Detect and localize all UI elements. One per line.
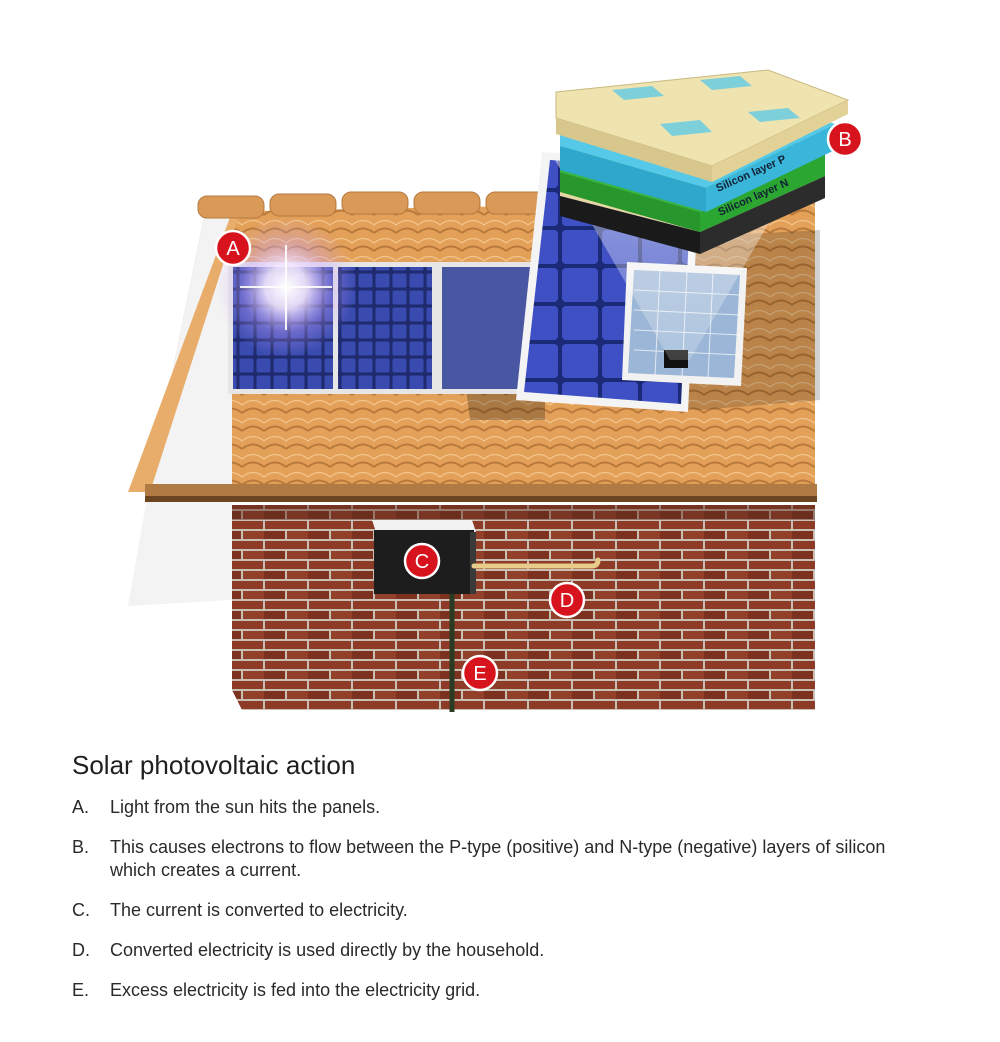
solar-house-illustration: Silicon layer P Silicon layer N A B C D … — [128, 69, 864, 712]
badge-c: C — [403, 542, 441, 580]
svg-text:E: E — [473, 663, 486, 685]
step-text: Light from the sun hits the panels. — [110, 797, 381, 817]
svg-text:A: A — [226, 238, 240, 260]
badge-a: A — [214, 229, 252, 267]
step-letter: C. — [72, 900, 90, 920]
sun-glare — [216, 217, 356, 357]
household-cable — [471, 557, 601, 569]
badge-d: D — [548, 581, 586, 619]
step-e: E. Excess electricity is fed into the el… — [72, 979, 932, 1002]
step-c: C. The current is converted to electrici… — [72, 899, 932, 922]
silicon-layer-stack: Silicon layer P Silicon layer N — [555, 69, 850, 254]
house-wall — [232, 505, 815, 710]
step-b: B. This causes electrons to flow between… — [72, 836, 932, 882]
svg-text:B: B — [838, 129, 851, 151]
svg-text:D: D — [560, 590, 574, 612]
badge-e: E — [461, 654, 499, 692]
step-letter: E. — [72, 980, 90, 1000]
step-letter: D. — [72, 940, 90, 960]
step-text: The current is converted to electricity. — [110, 900, 408, 920]
badge-b: B — [826, 120, 864, 158]
step-a: A. Light from the sun hits the panels. — [72, 796, 932, 819]
step-letter: B. — [72, 837, 90, 857]
step-text: Converted electricity is used directly b… — [110, 940, 545, 960]
svg-text:C: C — [415, 551, 429, 573]
step-letter: A. — [72, 797, 90, 817]
steps-list: A. Light from the sun hits the panels. B… — [72, 796, 932, 1019]
step-d: D. Converted electricity is used directl… — [72, 939, 932, 962]
step-text: Excess electricity is fed into the elect… — [110, 980, 481, 1000]
diagram-title: Solar photovoltaic action — [72, 750, 356, 780]
step-text: This causes electrons to flow between th… — [110, 837, 886, 880]
